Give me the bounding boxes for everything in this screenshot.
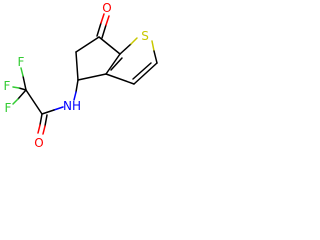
bond-c5-c4 — [75, 51, 79, 81]
bond-c4-c3a — [77, 73, 107, 81]
bond-n-amide-carbon — [41, 109, 55, 115]
bond-c2-c3-double — [132, 62, 152, 80]
bond-n-half — [73, 91, 77, 101]
bond-n-c-half — [53, 106, 64, 111]
bond-amide-co-double — [44, 114, 48, 127]
bond-s-half-1 — [130, 37, 138, 45]
ketone-carbonyl-bond — [96, 13, 110, 39]
bond-cf3-f3 — [17, 89, 27, 100]
ketone-oxygen-label: O — [102, 1, 111, 15]
sulfur-label: S — [141, 29, 149, 43]
bond-c6a-c3a — [105, 53, 121, 75]
bond-c6-c6a — [98, 36, 121, 55]
bond-c4-n — [75, 79, 79, 93]
bond-c2-c3 — [133, 62, 158, 85]
bond-c3-c3a — [105, 73, 135, 85]
bond-amide-co — [39, 113, 43, 126]
bond-cf3-f2 — [18, 87, 27, 91]
molecule-drawing: O S F F F NH O — [4, 1, 158, 150]
amide-nitrogen-label: NH — [63, 99, 81, 113]
bond-c6a-s — [119, 43, 132, 55]
bond-s-c2 — [153, 50, 158, 64]
bond-cf3-f1 — [22, 75, 27, 91]
fluorine-label-1: F — [18, 55, 25, 69]
bond-c3a-c6a-double — [110, 57, 123, 71]
chemical-structure: O S F F F NH O — [0, 0, 165, 151]
bond-c6-c5 — [75, 36, 100, 53]
fluorine-label-3: F — [5, 101, 12, 115]
amide-oxygen-label: O — [34, 136, 43, 150]
bond-s-half-2 — [151, 40, 155, 52]
fluorine-label-2: F — [4, 79, 11, 93]
bond-amide-cf3 — [25, 89, 43, 115]
ketone-oxygen-bond-half — [100, 13, 105, 24]
